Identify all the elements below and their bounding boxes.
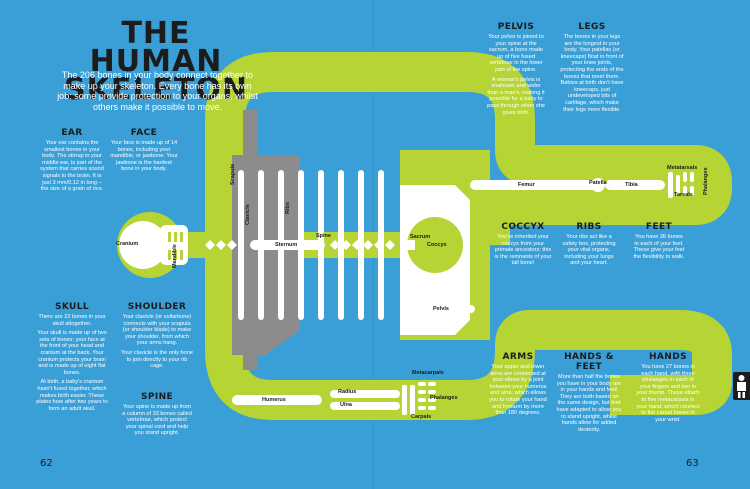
label-clavicle: Clavicle <box>245 204 251 225</box>
skull-p1: There are 22 bones in your skull altoget… <box>38 314 106 327</box>
label-phalanges-foot: Phalanges <box>703 167 709 195</box>
hand-bones <box>402 382 436 415</box>
face-heading: FACE <box>130 128 158 138</box>
track-upper <box>205 52 732 245</box>
foot-bones <box>668 172 694 198</box>
label-ribs: Ribs <box>285 202 291 214</box>
pelvis-lower-bone <box>415 305 475 313</box>
page-number-left: 62 <box>40 458 53 469</box>
spine-text: Your spine is made up from a column of 3… <box>122 404 192 437</box>
label-patella: Patella <box>589 180 607 186</box>
ulna-bone <box>330 402 400 410</box>
label-ulna: Ulna <box>340 402 352 408</box>
face-section: FACE Your face is made up of 14 bones, i… <box>110 128 178 176</box>
skull-p3: At birth, a baby's cranium hasn't fused … <box>36 379 108 412</box>
spine-section: SPINE Your spine is made up from a colum… <box>122 392 192 440</box>
pelvis-p1: Your pelvis is joined to your spine at t… <box>488 34 544 73</box>
label-radius: Radius <box>338 389 357 395</box>
hands-feet-heading: HANDS & FEET <box>564 352 614 372</box>
label-tibia: Tibia <box>625 182 638 188</box>
label-carpals: Carpals <box>411 414 432 420</box>
hands-feet-text: More than half the bones you have in you… <box>556 374 622 433</box>
hands-text: You have 27 bones in each hand, with thr… <box>636 364 700 423</box>
label-sternum: Sternum <box>275 242 298 248</box>
ear-heading: EAR <box>61 128 83 138</box>
label-humerus: Humerus <box>262 397 286 403</box>
arms-section: ARMS Your upper and lower arms are conne… <box>488 352 548 420</box>
coccyx-section: COCCYX You've inherited your coccyx from… <box>494 222 552 270</box>
hands-section: HANDS You have 27 bones in each hand, wi… <box>636 352 700 426</box>
skull-cranium <box>119 221 167 269</box>
label-spine: Spine <box>316 233 331 239</box>
legs-text: The bones in your legs are the longest i… <box>560 34 624 113</box>
label-metatarsals: Metatarsals <box>667 165 698 171</box>
ear-text: Your ear contains the smallest bones in … <box>40 140 104 193</box>
label-metacarpals: Metacarpals <box>412 370 444 376</box>
page-number-right: 63 <box>686 458 699 469</box>
hands-heading: HANDS <box>649 352 687 362</box>
skull-section: SKULL There are 22 bones in your skull a… <box>36 302 108 415</box>
coccyx-text: You've inherited your coccyx from your p… <box>494 234 552 267</box>
pelvis-section: PELVIS Your pelvis is joined to your spi… <box>486 22 546 119</box>
coccyx-heading: COCCYX <box>501 222 545 232</box>
pelvis-heading: PELVIS <box>497 22 535 32</box>
label-sacrum: Sacrum <box>410 234 431 240</box>
shoulder-p2: Your clavicle is the only bone to join d… <box>121 349 193 370</box>
face-text: Your face is made up of 14 bones, includ… <box>110 140 178 173</box>
tibia-bone <box>605 180 665 190</box>
feet-section: FEET You have 26 bones in each of your f… <box>633 222 685 263</box>
patella-bone <box>591 178 605 192</box>
hands-feet-section: HANDS & FEET More than half the bones yo… <box>556 352 622 436</box>
coccyx-circle <box>407 217 463 273</box>
arms-text: Your upper and lower arms are connected … <box>489 364 547 417</box>
femur-bone <box>470 180 600 190</box>
legs-section: LEGS The bones in your legs are the long… <box>560 22 624 116</box>
label-coccyx: Coccyx <box>427 242 447 248</box>
label-femur: Femur <box>518 182 535 188</box>
ear-section: EAR Your ear contains the smallest bones… <box>40 128 104 196</box>
page-title: THE HUMAN SKELETON <box>63 16 249 107</box>
shoulder-heading: SHOULDER <box>127 302 187 312</box>
label-phalanges-hand: Phalanges <box>430 395 458 401</box>
ribs-section: RIBS Your ribs act like a safety box, pr… <box>560 222 618 270</box>
shoulder-p1: Your clavicle (or collarbone) connects w… <box>122 314 192 347</box>
vertebrae <box>205 240 395 250</box>
radius-bone <box>330 390 400 398</box>
sternum-bone <box>250 240 325 250</box>
skull-heading: SKULL <box>54 302 90 312</box>
skull-p2: Your skull is made up of two sets of bon… <box>37 330 107 376</box>
label-mandible: Mandible <box>172 244 178 268</box>
pelvis-p2: A woman's pelvis is shallower and wider … <box>487 76 545 116</box>
feet-text: You have 26 bones in each of your feet. … <box>633 234 685 260</box>
feet-heading: FEET <box>645 222 673 232</box>
legs-heading: LEGS <box>578 22 606 32</box>
arms-heading: ARMS <box>502 352 534 362</box>
skeleton-tab-icon <box>733 372 750 400</box>
ribs-text: Your ribs act like a safety box, protect… <box>562 234 616 267</box>
label-pelvis: Pelvis <box>433 306 449 312</box>
shoulder-section: SHOULDER Your clavicle (or collarbone) c… <box>120 302 194 373</box>
label-cranium: Cranium <box>116 241 139 247</box>
ribs-heading: RIBS <box>576 222 602 232</box>
intro-text: The 206 bones in your body connect toget… <box>57 70 258 112</box>
label-scapula: Scapula <box>230 163 236 185</box>
label-tarsals: Tarsals <box>674 192 693 198</box>
spine-heading: SPINE <box>140 392 174 402</box>
humerus-bone <box>232 395 322 405</box>
